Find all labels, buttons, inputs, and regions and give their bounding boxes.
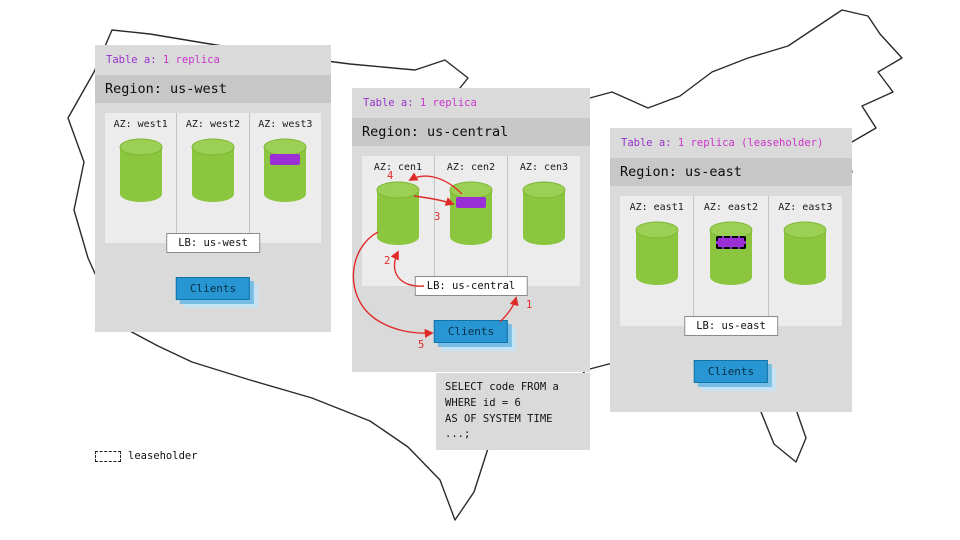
- sql-line: SELECT code FROM a: [445, 381, 559, 393]
- az-cell-cen2: AZ: cen2: [434, 156, 507, 286]
- db-cylinder-icon: [634, 221, 680, 287]
- table-name-label: Table a:: [621, 137, 672, 149]
- az-label: AZ: cen1: [373, 162, 423, 173]
- leaseholder-legend-swatch-icon: [95, 450, 121, 462]
- az-container: AZ: west1 AZ: west2 AZ: west3: [105, 113, 321, 243]
- table-name-label: Table a:: [363, 97, 414, 109]
- az-container: AZ: cen1 AZ: cen2 AZ: cen3: [362, 156, 580, 286]
- replica-count-label: 1 replica: [162, 54, 220, 66]
- az-container: AZ: east1 AZ: east2 AZ: east3: [620, 196, 842, 326]
- load-balancer-box: LB: us-west: [166, 233, 260, 253]
- clients-box: Clients: [433, 320, 509, 343]
- region-title: Region: us-east: [610, 158, 852, 186]
- db-cylinder-icon: [375, 181, 421, 247]
- clients-box: Clients: [175, 277, 251, 300]
- az-label: AZ: west1: [113, 119, 168, 130]
- az-label: AZ: east2: [703, 202, 759, 213]
- az-label: AZ: west3: [258, 119, 313, 130]
- region-panel-us-west: Table a: 1 replica Region: us-west AZ: w…: [95, 45, 331, 332]
- db-cylinder-icon: [448, 181, 494, 247]
- az-cell-cen1: AZ: cen1: [362, 156, 434, 286]
- table-replica-label: Table a: 1 replica (leaseholder): [610, 128, 852, 158]
- table-name-label: Table a:: [106, 54, 157, 66]
- az-cell-east3: AZ: east3: [767, 196, 842, 326]
- db-cylinder-icon: [708, 221, 754, 287]
- replica-count-label: 1 replica (leaseholder): [677, 137, 824, 149]
- region-panel-us-east: Table a: 1 replica (leaseholder) Region:…: [610, 128, 852, 412]
- az-label: AZ: east1: [629, 202, 684, 213]
- az-cell-west3: AZ: west3: [248, 113, 321, 243]
- sql-line: WHERE id = 6: [445, 396, 521, 409]
- region-title: Region: us-central: [352, 118, 590, 146]
- region-title: Region: us-west: [95, 75, 331, 103]
- az-label: AZ: cen2: [446, 162, 496, 173]
- clients-box: Clients: [693, 360, 769, 383]
- az-label: AZ: west2: [185, 119, 241, 130]
- replica-badge: [270, 154, 301, 165]
- az-label: AZ: cen3: [519, 162, 569, 173]
- leaseholder-legend-label: leaseholder: [128, 450, 198, 462]
- az-cell-east2: AZ: east2: [693, 196, 767, 326]
- sql-line: AS OF SYSTEM TIME ...;: [445, 412, 553, 441]
- sql-query-note: SELECT code FROM a WHERE id = 6 AS OF SY…: [436, 373, 590, 450]
- az-cell-west1: AZ: west1: [105, 113, 176, 243]
- db-cylinder-icon: [782, 221, 828, 287]
- leaseholder-badge: [715, 236, 746, 249]
- az-cell-west2: AZ: west2: [176, 113, 248, 243]
- replica-badge: [456, 197, 486, 208]
- az-cell-cen3: AZ: cen3: [507, 156, 580, 286]
- az-cell-east1: AZ: east1: [620, 196, 693, 326]
- table-replica-label: Table a: 1 replica: [95, 45, 331, 75]
- db-cylinder-icon: [118, 138, 164, 204]
- load-balancer-box: LB: us-east: [684, 316, 778, 336]
- load-balancer-box: LB: us-central: [414, 276, 528, 296]
- az-label: AZ: east3: [778, 202, 833, 213]
- table-replica-label: Table a: 1 replica: [352, 88, 590, 118]
- db-cylinder-icon: [190, 138, 236, 204]
- replica-count-label: 1 replica: [419, 97, 477, 109]
- region-panel-us-central: Table a: 1 replica Region: us-central AZ…: [352, 88, 590, 372]
- legend: leaseholder: [95, 450, 198, 462]
- db-cylinder-icon: [262, 138, 308, 204]
- db-cylinder-icon: [521, 181, 567, 247]
